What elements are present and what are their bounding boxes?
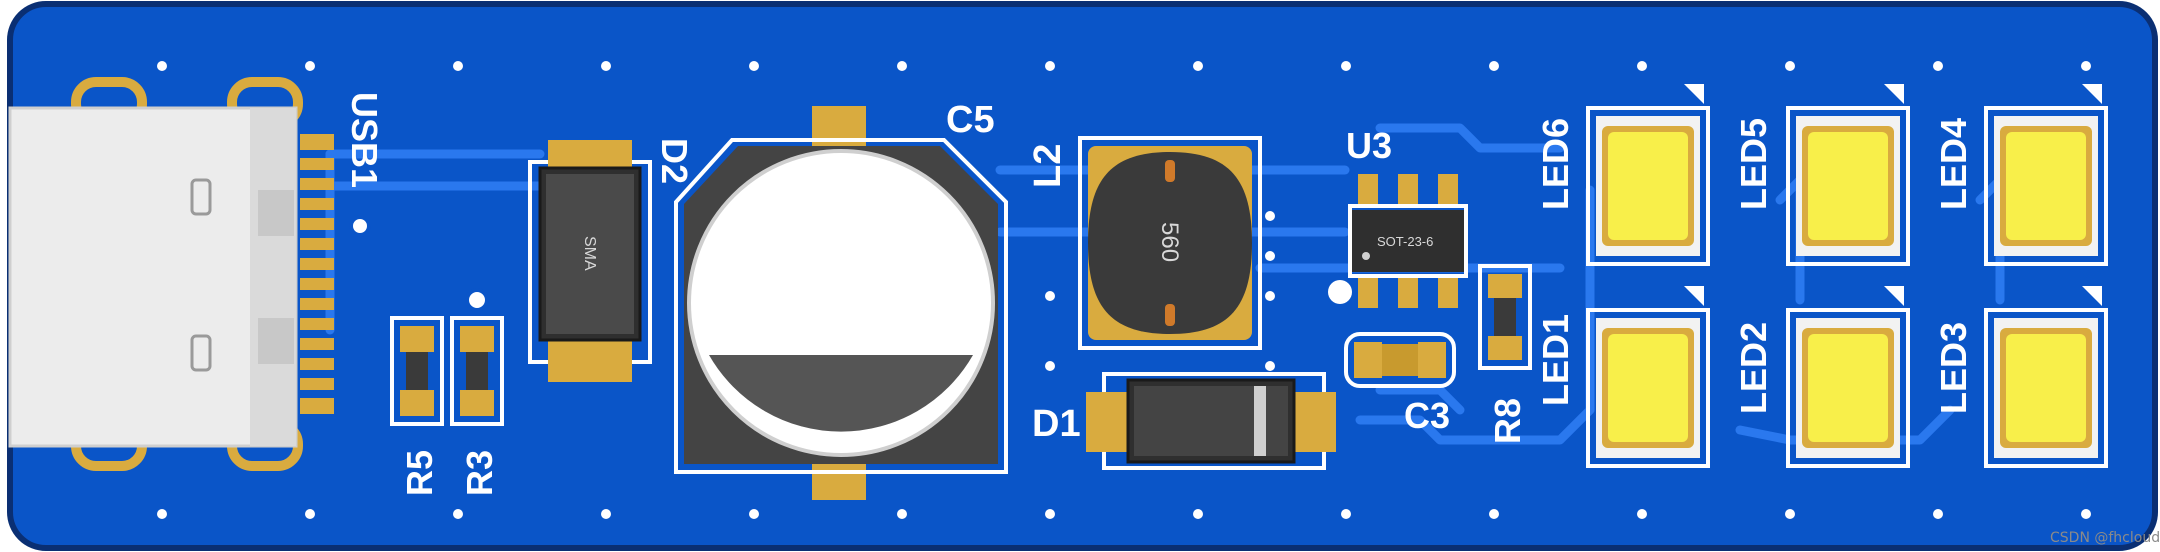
trace: [1355, 405, 1595, 445]
via: [1933, 509, 1943, 519]
trace: [1375, 123, 1565, 153]
c5-capacitor: [674, 106, 1008, 500]
led6: [1586, 84, 1710, 266]
u3-label: U3: [1346, 125, 1392, 166]
led5: [1786, 84, 1910, 266]
watermark-text: CSDN @fhclouds: [2050, 530, 2160, 546]
usb1-connector: [8, 77, 334, 471]
via: [1045, 61, 1055, 71]
led6-label: LED6: [1535, 118, 1576, 210]
via: [749, 509, 759, 519]
l2-label: L2: [1027, 144, 1069, 188]
via: [1045, 509, 1055, 519]
usb-shell-slot: [190, 334, 212, 372]
via: [1489, 509, 1499, 519]
via: [157, 61, 167, 71]
via: [157, 509, 167, 519]
led1: [1586, 286, 1710, 468]
via: [1785, 61, 1795, 71]
via: [1489, 61, 1499, 71]
c3-label: C3: [1404, 395, 1450, 436]
led2-label: LED2: [1733, 322, 1774, 414]
r8-label: R8: [1487, 398, 1528, 444]
via: [2081, 61, 2091, 71]
d2-package-mark: SMA: [581, 236, 598, 271]
c5-label: C5: [946, 99, 995, 141]
vias: [157, 61, 2091, 519]
via: [453, 61, 463, 71]
d2-label: D2: [654, 138, 695, 184]
led4-label: LED4: [1933, 118, 1974, 210]
led2: [1786, 286, 1910, 468]
via: [1193, 61, 1203, 71]
via: [2081, 509, 2091, 519]
via: [1328, 280, 1352, 304]
via: [1045, 291, 1055, 301]
via: [897, 61, 907, 71]
r8-resistor: [1478, 264, 1532, 370]
via: [601, 509, 611, 519]
via: [1637, 61, 1647, 71]
via: [1265, 361, 1275, 371]
r5-label: R5: [399, 450, 440, 496]
u3-package-mark: SOT-23-6: [1377, 234, 1433, 249]
via: [305, 509, 315, 519]
via: [1341, 509, 1351, 519]
trace: [1375, 385, 1465, 415]
usb-shell-tab: [258, 318, 294, 364]
via: [1265, 291, 1275, 301]
u3-ic: [1348, 174, 1468, 308]
via: [1785, 509, 1795, 519]
usb-shell-slot: [190, 178, 212, 216]
r3-label: R3: [459, 450, 500, 496]
via: [897, 509, 907, 519]
r5-resistor: [390, 316, 444, 426]
via: [1265, 211, 1275, 221]
r3-resistor: [450, 316, 504, 426]
led1-label: LED1: [1535, 314, 1576, 406]
via: [1341, 61, 1351, 71]
l2-package-mark: 560: [1156, 222, 1183, 262]
led3: [1984, 286, 2108, 468]
led4: [1984, 84, 2108, 266]
via: [465, 288, 489, 312]
via: [1637, 509, 1647, 519]
d1-label: D1: [1032, 403, 1081, 445]
l2-inductor: [1078, 136, 1262, 350]
via: [453, 509, 463, 519]
via: [1193, 509, 1203, 519]
via: [1265, 251, 1275, 261]
via: [1045, 361, 1055, 371]
led3-label: LED3: [1933, 322, 1974, 414]
via: [349, 215, 371, 237]
usb-shell-tab: [258, 190, 294, 236]
c3-capacitor: [1344, 332, 1456, 388]
usb-signal-pads: [300, 134, 334, 414]
usb-shell-shade: [250, 108, 296, 446]
usb1-label: USB1: [344, 92, 385, 188]
d2-diode: [528, 140, 652, 382]
d1-diode: [1086, 372, 1336, 470]
via: [305, 61, 315, 71]
via: [1933, 61, 1943, 71]
via: [749, 61, 759, 71]
led5-label: LED5: [1733, 118, 1774, 210]
via: [601, 61, 611, 71]
